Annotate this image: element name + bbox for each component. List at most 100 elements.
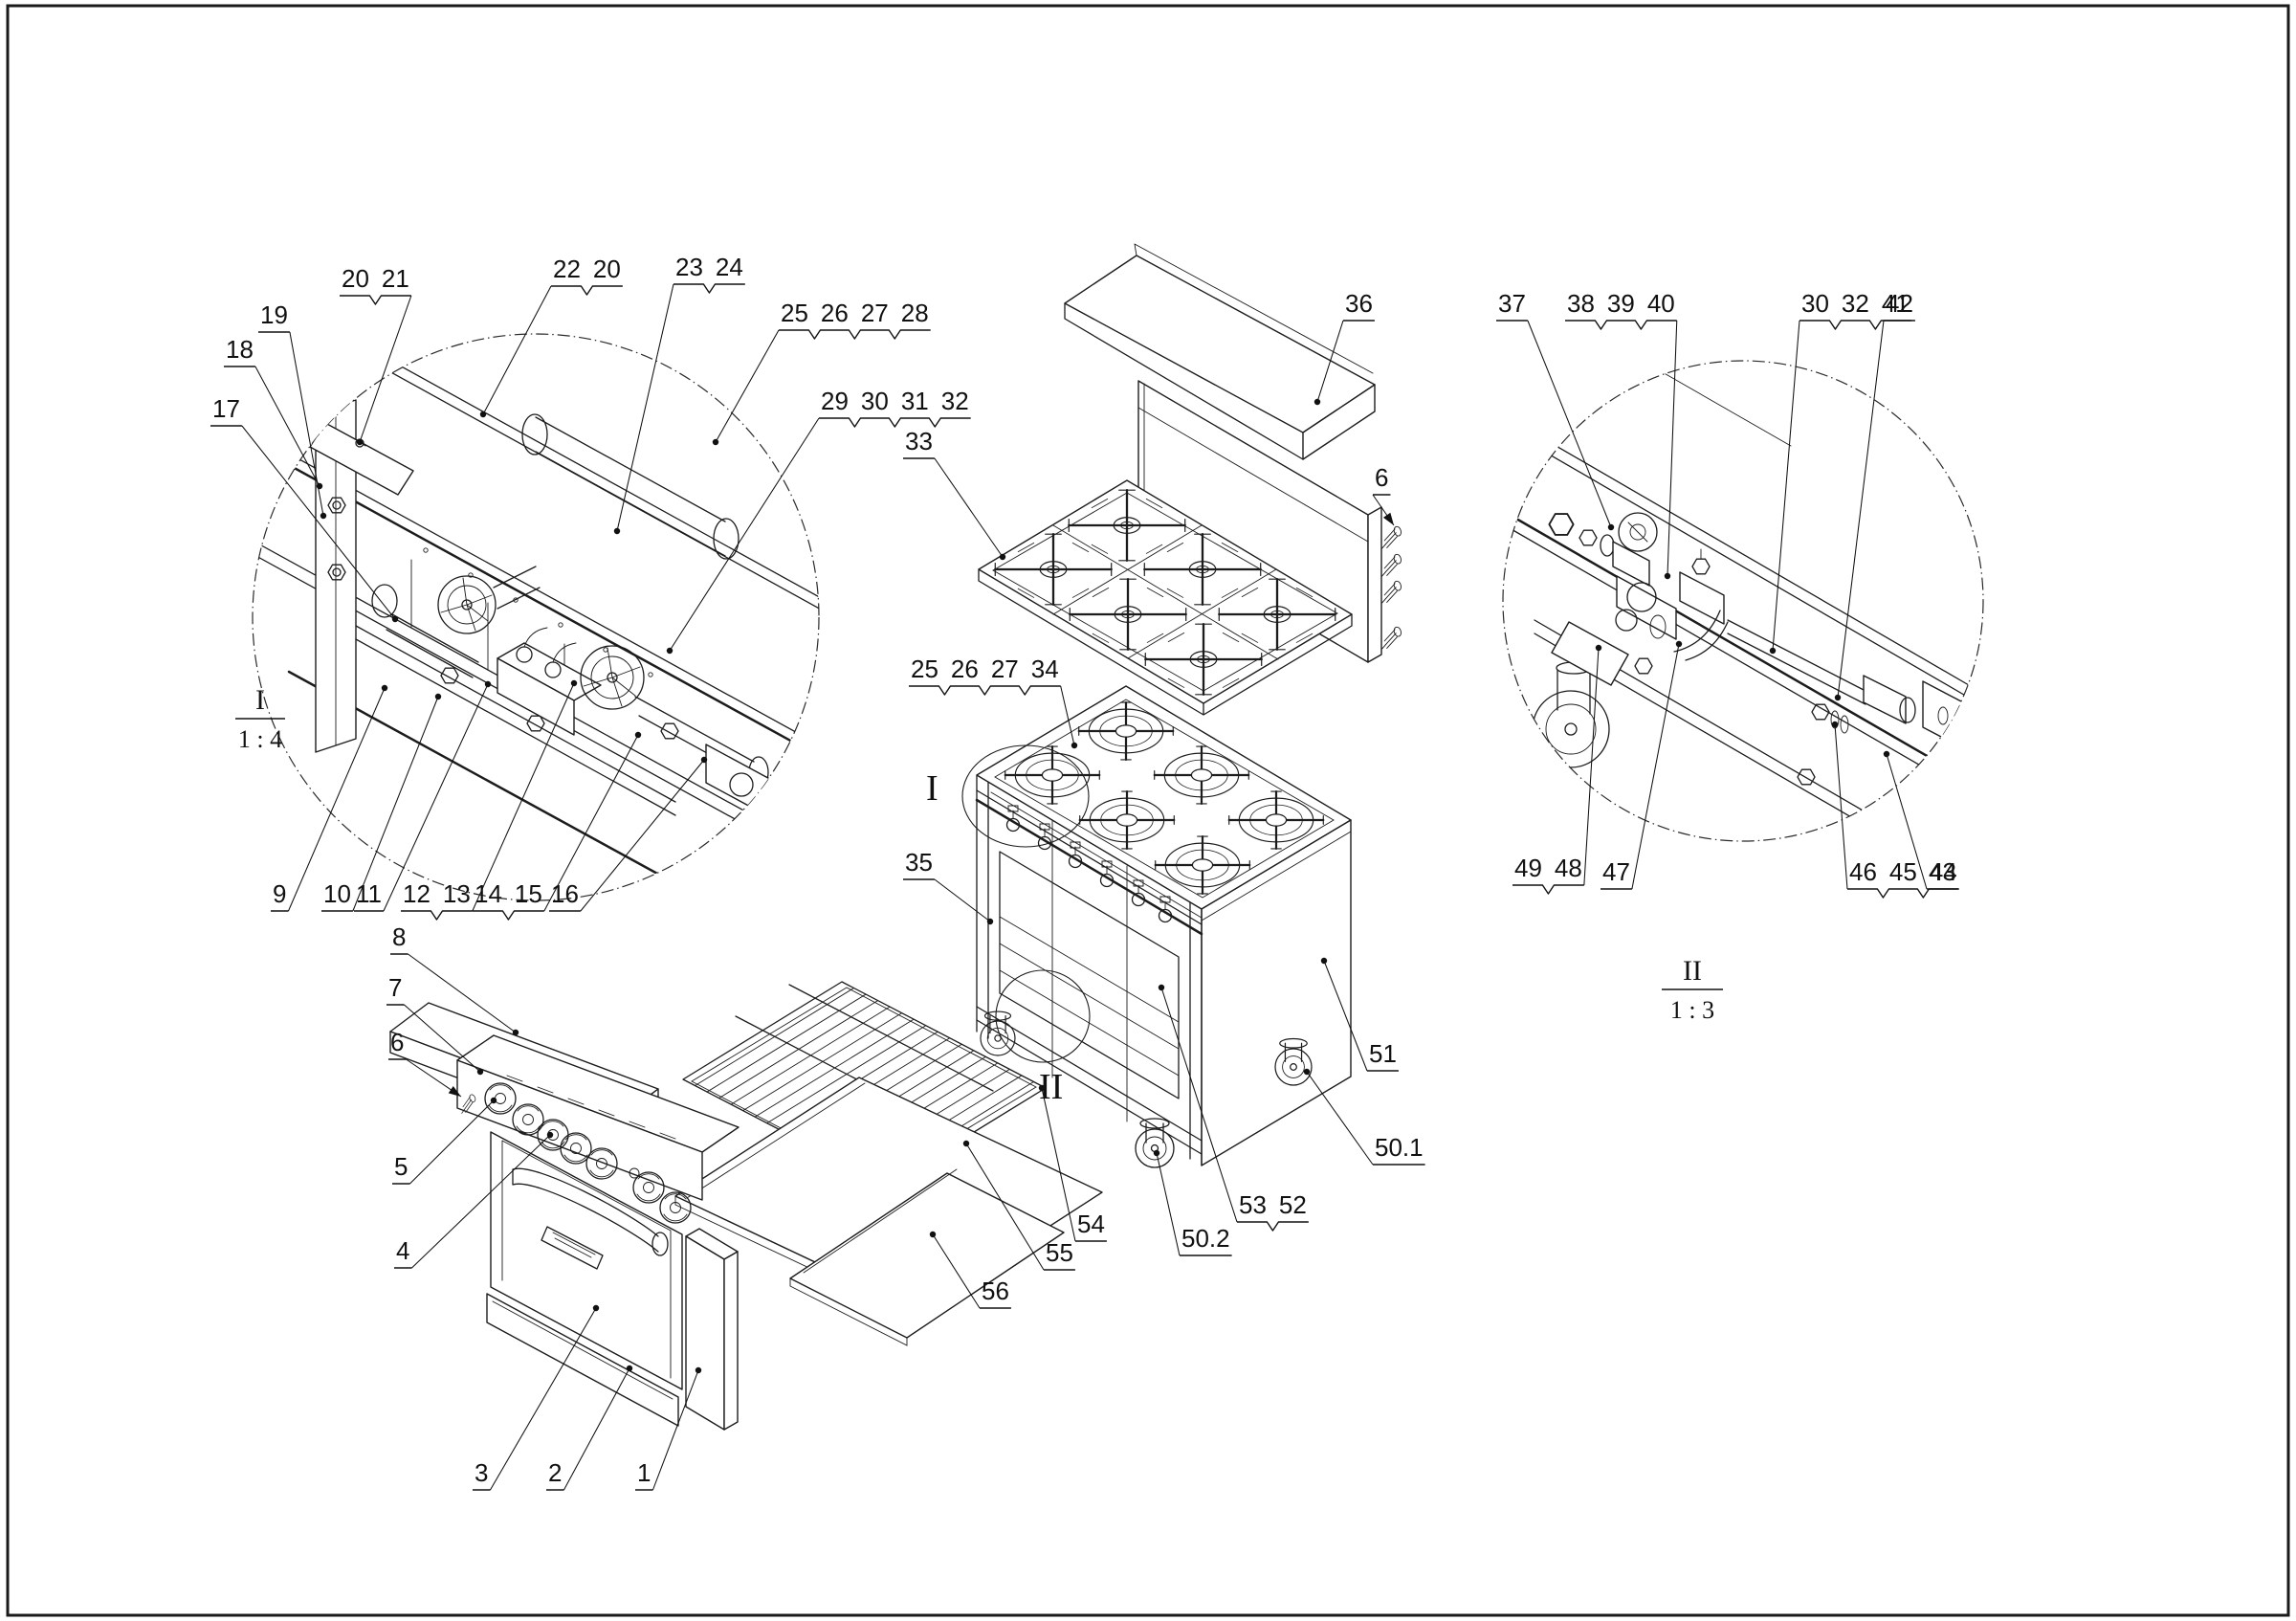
callout-number: 32: [941, 387, 969, 415]
callout-number: 14: [475, 879, 502, 908]
door-assembly: [389, 1002, 740, 1431]
callout-11: 11: [354, 680, 492, 912]
callout-23-24: 23 24: [613, 253, 745, 535]
callout-number: 9: [273, 879, 286, 908]
callout-number: 18: [226, 335, 254, 364]
callout-number: 29: [821, 387, 849, 415]
callout-number: 49: [1514, 854, 1542, 882]
callout-6-right: 6: [1372, 463, 1395, 526]
callout-50.1: 50.1: [1303, 1068, 1425, 1166]
callout-number: 20: [342, 264, 369, 293]
callout-number: 12: [403, 879, 430, 908]
callout-10: 10: [321, 693, 442, 912]
detail-marker-ellipse-II: [995, 969, 1091, 1063]
view-I-scale: 1 : 4: [238, 725, 282, 753]
callout-number: 35: [905, 848, 933, 877]
callout-16: 16: [549, 756, 708, 912]
callout-number: 2: [548, 1458, 562, 1487]
range-body: [975, 685, 1352, 1168]
callout-number: 41: [1882, 289, 1910, 318]
view-scale-II: II 1 : 3: [1662, 955, 1723, 1024]
callout-55: 55: [962, 1140, 1075, 1271]
pilot-indicator: [629, 1167, 640, 1179]
door-inner-panel-1: [685, 1228, 739, 1431]
oven-door-3: [490, 1131, 683, 1390]
callout-number: 50.2: [1181, 1224, 1230, 1253]
callout-30-32-41: 30 32 41: [1769, 289, 1911, 655]
callout-number: 33: [905, 427, 933, 455]
callout-25-26-27-34: 25 26 27 34: [909, 655, 1078, 749]
callout-35: 35: [903, 848, 994, 925]
callout-number: 13: [443, 879, 471, 908]
callout-number: 45: [1889, 857, 1917, 886]
callout-19: 19: [258, 300, 327, 520]
shelf-riser-36: [1064, 243, 1376, 460]
callout-number: 47: [1602, 857, 1630, 886]
callout-54: 54: [1038, 1084, 1107, 1242]
marker-label-I: I: [926, 768, 938, 809]
callout-number: 23: [675, 253, 703, 281]
callout-50.2: 50.2: [1153, 1149, 1232, 1256]
callout-number: 26: [821, 299, 849, 327]
callout-33: 33: [903, 427, 1006, 561]
callout-number: 28: [901, 299, 929, 327]
callout-number: 26: [951, 655, 979, 683]
detail-view-II: [1502, 360, 1984, 842]
callout-number: 15: [515, 879, 542, 908]
callout-number: 11: [356, 879, 382, 908]
callout-number: 30: [861, 387, 889, 415]
detail-view-I: [252, 333, 820, 901]
callout-36: 36: [1314, 289, 1375, 406]
callout-number: 54: [1077, 1210, 1105, 1238]
callout-number: 34: [1031, 655, 1059, 683]
callout-number: 25: [781, 299, 808, 327]
callout-number: 56: [982, 1277, 1009, 1305]
callout-number: 51: [1369, 1039, 1397, 1068]
callout-number: 36: [1345, 289, 1373, 318]
callout-25-26-27-28: 25 26 27 28: [712, 299, 931, 446]
grate-assembly-33: [978, 479, 1353, 716]
callout-6-left: 6: [388, 1028, 462, 1098]
callout-1: 1: [635, 1366, 702, 1491]
callout-number: 16: [551, 879, 579, 908]
callout-number: 25: [911, 655, 938, 683]
callout-number: 7: [388, 973, 402, 1002]
callout-37: 37: [1496, 289, 1615, 531]
callout-number: 5: [394, 1152, 408, 1181]
callout-56: 56: [929, 1231, 1011, 1309]
callout-number: 44: [1930, 857, 1957, 886]
callout-46-45-44: 46 45 44: [1831, 721, 1959, 899]
callout-number: 10: [323, 879, 351, 908]
callout-number: 6: [1375, 463, 1388, 492]
callout-number: 46: [1849, 857, 1877, 886]
callout-47: 47: [1601, 640, 1683, 890]
view-II-label: II: [1683, 955, 1702, 987]
callout-number: 27: [991, 655, 1019, 683]
detail-circle-I: [252, 333, 820, 901]
callout-number: 19: [260, 300, 288, 329]
callout-18: 18: [224, 335, 323, 490]
callout-number: 27: [861, 299, 889, 327]
callout-51: 51: [1320, 957, 1399, 1072]
callout-43: 43: [1883, 750, 1958, 890]
callout-17: 17: [210, 394, 399, 623]
callout-number: 30: [1801, 289, 1829, 318]
callout-number: 22: [553, 255, 581, 283]
callout-number: 4: [396, 1236, 409, 1265]
callout-2: 2: [546, 1365, 633, 1491]
door-trim-2: [486, 1293, 679, 1427]
callout-14-15: 14 15: [473, 731, 642, 921]
callout-number: 8: [392, 922, 406, 951]
view-I-label: I: [255, 684, 265, 716]
callout-number: 24: [716, 253, 743, 281]
callout-number: 32: [1842, 289, 1869, 318]
detail-circle-II: [1502, 360, 1984, 842]
callout-number: 38: [1567, 289, 1595, 318]
lower-sheet-56: [789, 1168, 1065, 1346]
control-panel-7: [455, 1034, 740, 1224]
